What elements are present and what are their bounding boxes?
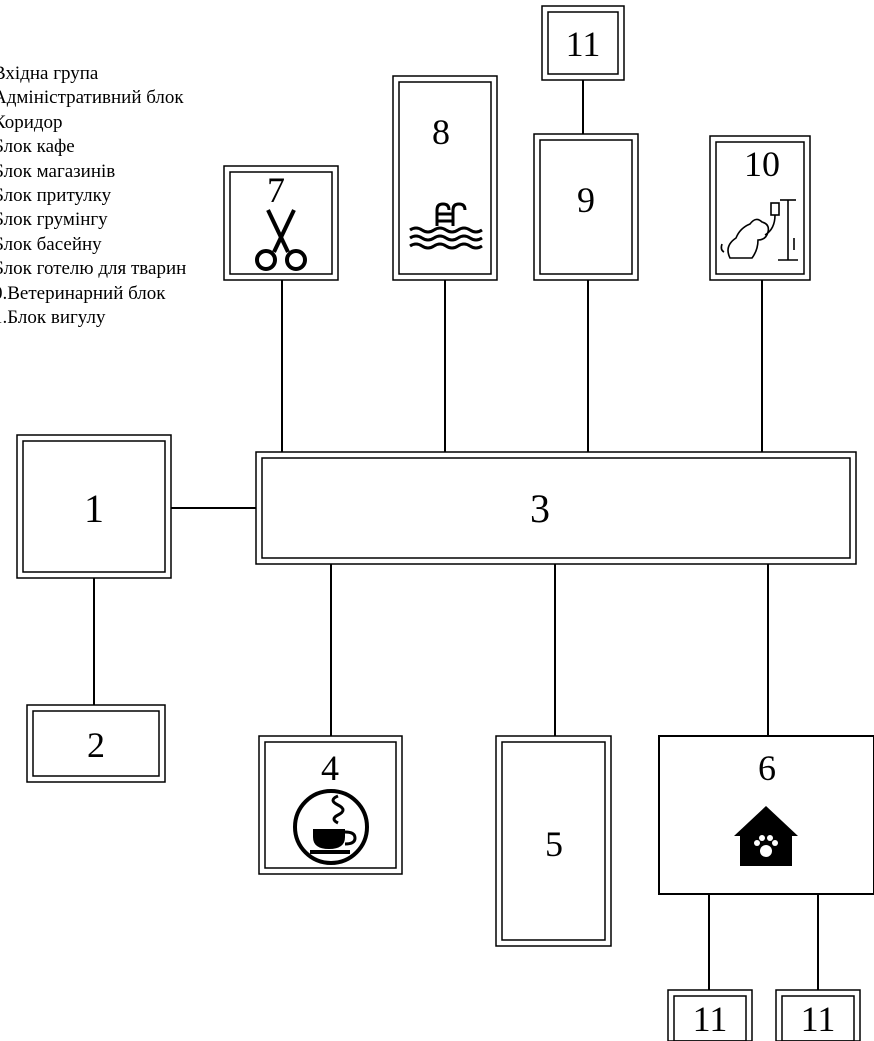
swimming-pool-icon (409, 202, 483, 250)
legend-item: Блок басейну (0, 233, 102, 255)
legend-item: 0.Ветеринарний блок (0, 282, 166, 304)
veterinary-dog-icon (720, 199, 798, 261)
legend-item: Блок готелю для тварин (0, 258, 187, 280)
block-9: 9 (533, 133, 639, 281)
block-9-label: 9 (577, 180, 595, 220)
block-2: 2 (26, 704, 166, 783)
block-4-label: 4 (321, 748, 339, 788)
block-6: 6 (658, 735, 874, 895)
block-1-label: 1 (84, 486, 104, 531)
pet-house-icon (734, 806, 798, 866)
legend-item: Блок магазинів (0, 160, 116, 182)
block-7-label: 7 (267, 170, 285, 210)
block-10-label: 10 (744, 144, 780, 184)
block-6-label: 6 (758, 748, 776, 788)
block-10: 10 (709, 135, 811, 281)
block-11-bottom-right: 11 (775, 989, 861, 1041)
block-3: 3 (255, 451, 857, 565)
legend-item: Блок грумінгу (0, 209, 108, 231)
block-5-label: 5 (545, 824, 563, 864)
connectors (93, 80, 819, 990)
legend-item: 1.Блок вигулу (0, 307, 106, 329)
legend-item: Блок кафе (0, 136, 75, 158)
block-7: 7 (223, 165, 339, 281)
block-4: 4 (258, 735, 403, 875)
legend-item: Вхідна група (0, 63, 99, 84)
block-2-label: 2 (87, 725, 105, 765)
block-3-label: 3 (530, 486, 550, 531)
block-11-top-label: 11 (566, 24, 601, 64)
legend-item: Блок притулку (0, 185, 112, 207)
block-11-right-label: 11 (801, 999, 836, 1039)
scissors-icon (255, 209, 307, 271)
block-5: 5 (495, 735, 612, 947)
block-11-top: 11 (541, 5, 625, 81)
block-11-bottom-left: 11 (667, 989, 753, 1041)
legend-item: Адміністративний блок (0, 87, 184, 109)
block-11-left-label: 11 (693, 999, 728, 1039)
block-8-label: 8 (432, 112, 450, 152)
legend-item: Коридор (0, 111, 63, 133)
block-1: 1 (16, 434, 172, 579)
block-8: 8 (392, 75, 498, 281)
coffee-cup-icon (293, 789, 369, 865)
legend: Вхідна група Адміністративний блок Корид… (0, 62, 186, 330)
